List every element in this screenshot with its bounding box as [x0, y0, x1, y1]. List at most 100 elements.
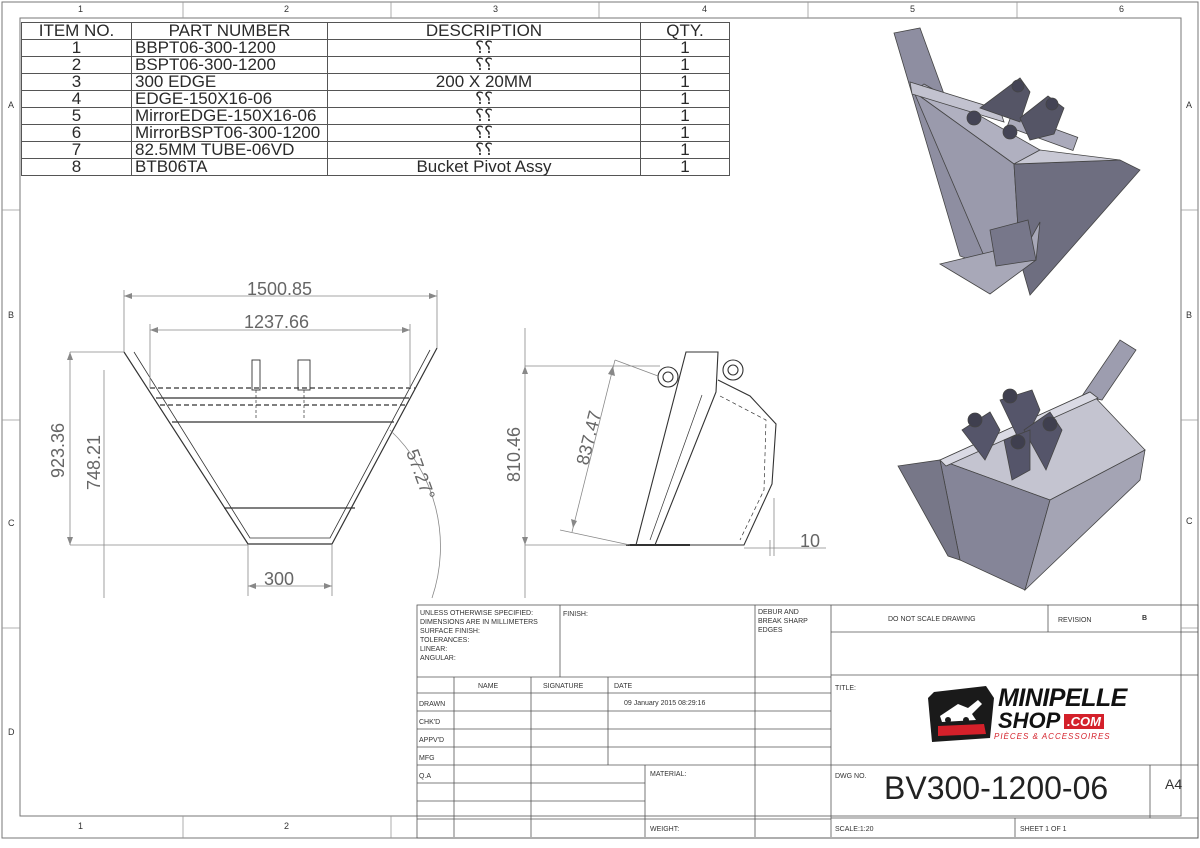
- zone-side-a-left: A: [8, 100, 15, 110]
- drawing-number: BV300-1200-06: [884, 770, 1109, 806]
- col-name-header: NAME: [478, 683, 499, 690]
- logo-text-minipelle: MINIPELLE: [998, 684, 1127, 712]
- bom-desc: ⸮⸮: [327, 90, 641, 108]
- title-block-grid: [416, 604, 1199, 839]
- table-row: 4 EDGE-150X16-06 ⸮⸮ 1: [21, 90, 730, 108]
- sheet-size: A4: [1165, 776, 1183, 792]
- zone-side-d-left: D: [8, 727, 15, 737]
- bom-desc: ⸮⸮: [327, 124, 641, 142]
- dim-overall-height: 923.36: [48, 423, 68, 478]
- front-dimension-labels: 1500.85 1237.66 923.36 748.21 57.27° 300: [48, 279, 439, 589]
- deburr-note: DEBUR AND BREAK SHARP EDGES: [758, 609, 808, 634]
- isometric-view-top: [893, 27, 1141, 296]
- bom-part: BSPT06-300-1200: [131, 56, 328, 74]
- bom-desc: 200 X 20MM: [327, 73, 641, 91]
- drawn-date: 09 January 2015 08:29:16: [624, 700, 706, 707]
- zone-top-4: 4: [702, 4, 708, 14]
- bom-item: 1: [21, 39, 132, 57]
- zone-bottom-2: 2: [284, 821, 290, 831]
- bom-part: 82.5MM TUBE-06VD: [131, 141, 328, 159]
- isometric-view-bottom: [897, 339, 1146, 592]
- zone-top-5: 5: [910, 4, 916, 14]
- dim-side-height: 810.46: [504, 427, 524, 482]
- zone-top-6: 6: [1119, 4, 1125, 14]
- sheet-count: SHEET 1 OF 1: [1020, 826, 1067, 833]
- zone-side-b-left: B: [8, 310, 15, 320]
- bom-qty: 1: [640, 39, 730, 57]
- dim-bottom-width: 300: [264, 569, 294, 589]
- revision-label: REVISION: [1058, 617, 1092, 624]
- zone-side-b-right: B: [1186, 310, 1193, 320]
- bom-header-desc: DESCRIPTION: [327, 22, 641, 40]
- bom-header-qty: QTY.: [640, 22, 730, 40]
- bom-part: MirrorBSPT06-300-1200: [131, 124, 328, 142]
- revision-value: B: [1142, 615, 1148, 622]
- bom-part: EDGE-150X16-06: [131, 90, 328, 108]
- tolerance-notes: UNLESS OTHERWISE SPECIFIED: DIMENSIONS A…: [420, 610, 538, 662]
- front-view: [123, 347, 438, 545]
- bom-header-part: PART NUMBER: [131, 22, 328, 40]
- row-mfg: MFG: [419, 755, 435, 762]
- bom-part: 300 EDGE: [131, 73, 328, 91]
- dim-side-diagonal: 837.47: [572, 409, 605, 467]
- bom-part: BTB06TA: [131, 158, 328, 176]
- row-approved: APPV'D: [419, 737, 445, 744]
- bom-qty: 1: [640, 107, 730, 125]
- table-row: 7 82.5MM TUBE-06VD ⸮⸮ 1: [21, 141, 730, 159]
- dim-inner-height: 748.21: [84, 435, 104, 490]
- bom-part: BBPT06-300-1200: [131, 39, 328, 57]
- dim-top-width: 1500.85: [247, 279, 312, 299]
- bom-desc: ⸮⸮: [327, 39, 641, 57]
- table-row: 2 BSPT06-300-1200 ⸮⸮ 1: [21, 56, 730, 74]
- dwg-no-label: DWG NO.: [835, 773, 867, 780]
- bom-qty: 1: [640, 158, 730, 176]
- side-view-dimensions: [524, 328, 826, 598]
- front-view-dimensions: [69, 290, 441, 599]
- bom-desc: ⸮⸮: [327, 56, 641, 74]
- weight-label: WEIGHT:: [650, 826, 680, 833]
- finish-label: FINISH:: [563, 611, 588, 618]
- zone-top-1: 1: [78, 4, 84, 14]
- side-view: [626, 351, 777, 546]
- zone-bottom-1: 1: [78, 821, 84, 831]
- row-drawn: DRAWN: [419, 701, 446, 708]
- zone-top-2: 2: [284, 4, 290, 14]
- do-not-scale-note: DO NOT SCALE DRAWING: [888, 616, 976, 623]
- title-label: TITLE:: [835, 685, 857, 692]
- col-date-header: DATE: [614, 683, 633, 690]
- bom-item: 6: [21, 124, 132, 142]
- dim-edge: 10: [800, 531, 820, 551]
- bill-of-materials: ITEM NO. PART NUMBER DESCRIPTION QTY. 1 …: [21, 22, 730, 176]
- bom-item: 4: [21, 90, 132, 108]
- logo-tagline: PIÈCES & ACCESSOIRES: [994, 732, 1111, 741]
- logo-text-com: .COM: [1064, 714, 1104, 729]
- bom-desc: Bucket Pivot Assy: [327, 158, 641, 176]
- material-label: MATERIAL:: [650, 771, 687, 778]
- bom-item: 8: [21, 158, 132, 176]
- zone-side-a-right: A: [1186, 100, 1193, 110]
- row-checked: CHK'D: [419, 719, 441, 726]
- dim-inner-width: 1237.66: [244, 312, 309, 332]
- bom-part: MirrorEDGE-150X16-06: [131, 107, 328, 125]
- bom-item: 3: [21, 73, 132, 91]
- logo-text-shop: SHOP: [998, 708, 1061, 733]
- bom-desc: ⸮⸮: [327, 107, 641, 125]
- dim-angle: 57.27°: [402, 447, 439, 503]
- zone-side-c-left: C: [8, 518, 15, 528]
- bom-desc: ⸮⸮: [327, 141, 641, 159]
- table-row: 8 BTB06TA Bucket Pivot Assy 1: [21, 158, 730, 176]
- excavator-logo-icon: [928, 686, 994, 742]
- table-row: 6 MirrorBSPT06-300-1200 ⸮⸮ 1: [21, 124, 730, 142]
- col-signature-header: SIGNATURE: [543, 683, 584, 690]
- bom-qty: 1: [640, 56, 730, 74]
- table-row: 3 300 EDGE 200 X 20MM 1: [21, 73, 730, 91]
- bom-qty: 1: [640, 90, 730, 108]
- minipelle-shop-logo: MINIPELLE SHOP .COM PIÈCES & ACCESSOIRES: [928, 684, 1152, 744]
- bom-item: 5: [21, 107, 132, 125]
- bom-qty: 1: [640, 141, 730, 159]
- bom-item: 7: [21, 141, 132, 159]
- zone-top-3: 3: [493, 4, 499, 14]
- row-qa: Q.A: [419, 773, 432, 780]
- table-row: 1 BBPT06-300-1200 ⸮⸮ 1: [21, 39, 730, 57]
